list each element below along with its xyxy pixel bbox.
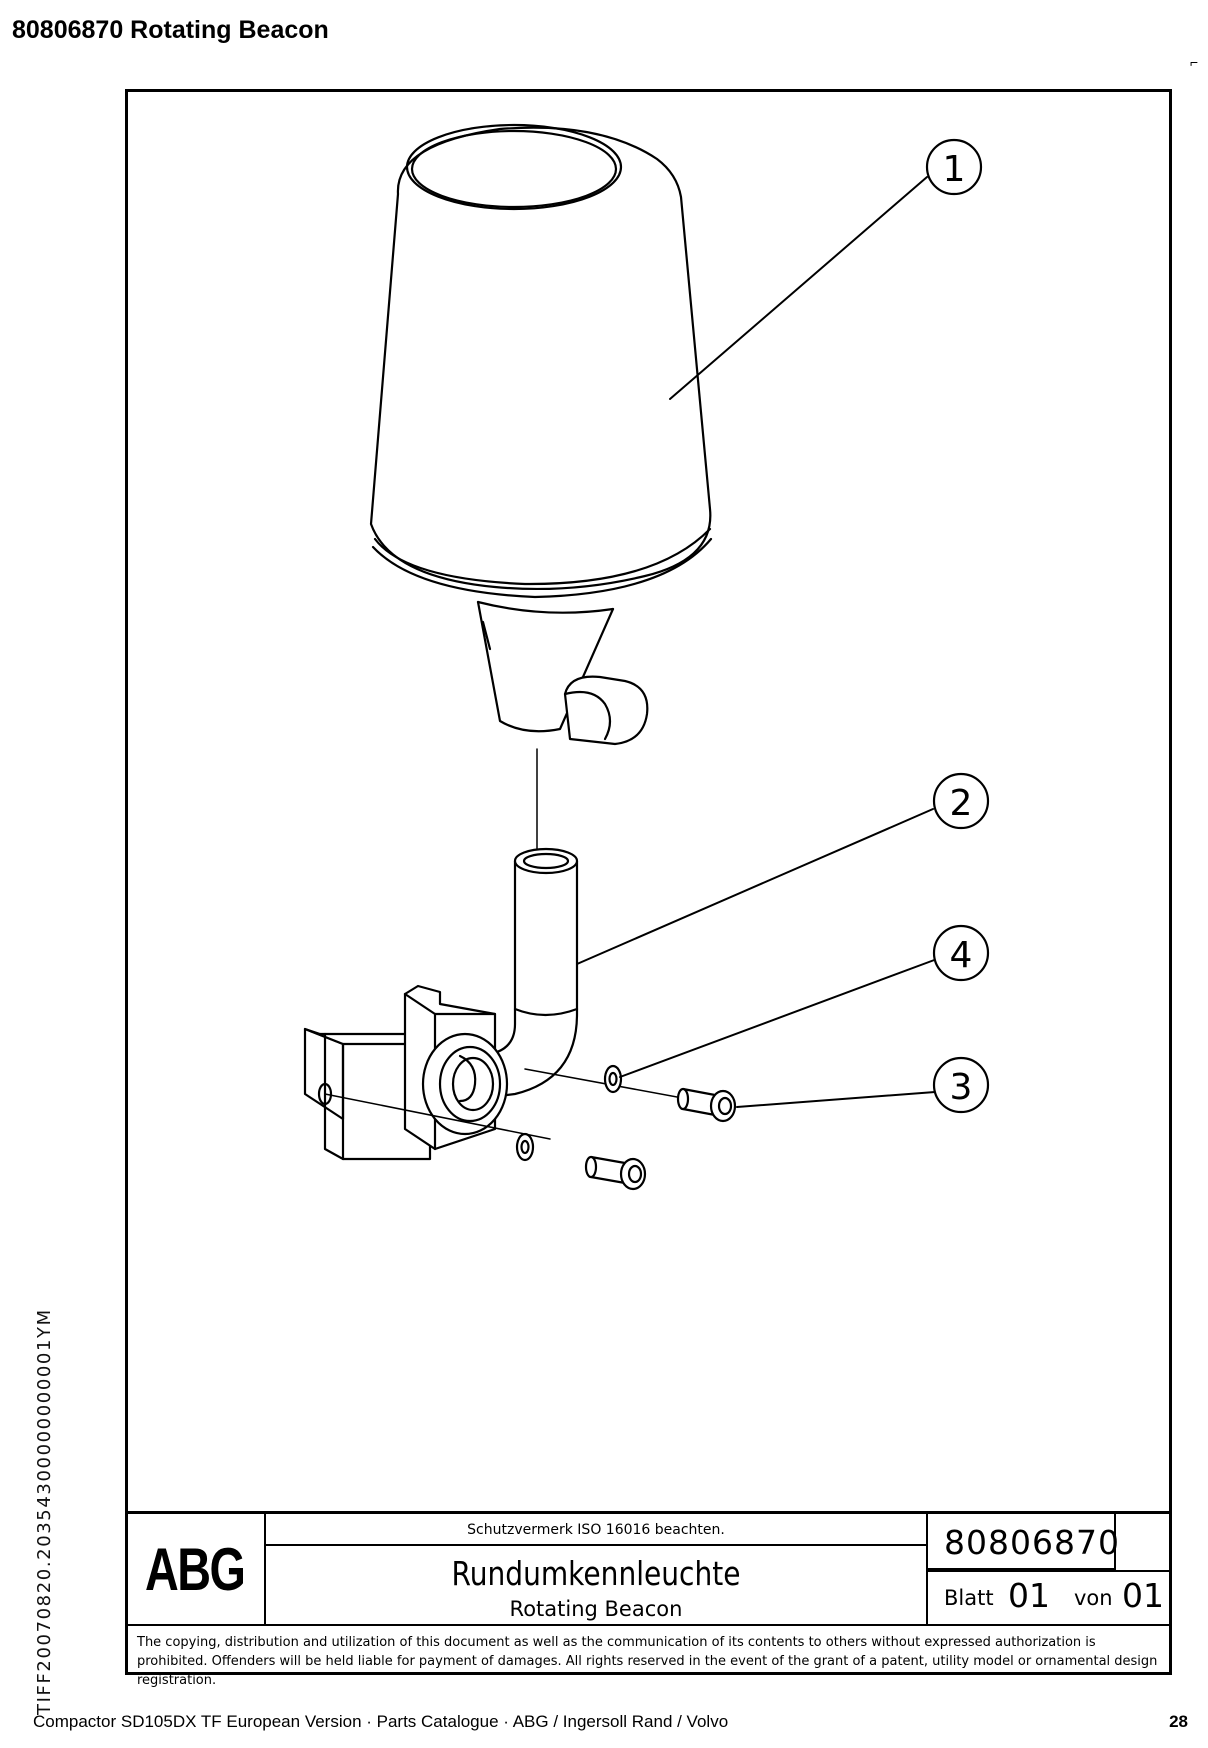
- callout-1: 1: [925, 138, 983, 196]
- exploded-parts-drawing: 1 2 4 3: [303, 123, 990, 1191]
- screw-part: [584, 1087, 737, 1191]
- svg-text:4: 4: [950, 935, 973, 976]
- beacon-base-part: [476, 600, 649, 746]
- mounting-bracket-part: [303, 984, 509, 1161]
- svg-text:3: 3: [950, 1067, 973, 1108]
- footer-text: Compactor SD105DX TF European Version · …: [33, 1712, 729, 1731]
- of-value: 01: [1122, 1576, 1164, 1615]
- drawing-title-german: Rundumkennleuchte: [451, 1554, 741, 1593]
- abg-logo: ABG: [125, 1514, 266, 1624]
- callout-3: 3: [932, 1056, 990, 1114]
- drawing-frame: [125, 89, 1172, 1675]
- drawing-number: 80806870: [928, 1514, 1119, 1570]
- elbow-tube-part: [458, 847, 579, 1103]
- page-number: 28: [1169, 1712, 1188, 1731]
- sheet-label: Blatt: [944, 1586, 994, 1610]
- washer-part: [515, 1064, 623, 1162]
- drawing-title-english: Rotating Beacon: [509, 1597, 683, 1621]
- sheet-value: 01: [1008, 1576, 1050, 1615]
- svg-text:2: 2: [950, 783, 973, 824]
- page-title: 80806870 Rotating Beacon: [12, 16, 329, 44]
- leader-lines: [576, 176, 938, 1108]
- protection-note: Schutzvermerk ISO 16016 beachten.: [266, 1514, 926, 1546]
- of-label: von: [1074, 1586, 1113, 1610]
- sheet-info: Blatt 01 von 01: [928, 1570, 1171, 1624]
- beacon-dome-part: [369, 123, 713, 599]
- side-file-id: TIFF20070820.20354300000000001YM: [34, 1308, 55, 1715]
- title-block: ABG Schutzvermerk ISO 16016 beachten. Ru…: [125, 1511, 1172, 1624]
- corner-mark: ⌐: [1190, 54, 1199, 70]
- callout-2: 2: [932, 772, 990, 830]
- callout-4: 4: [932, 924, 990, 982]
- copyright-notice: The copying, distribution and utilizatio…: [125, 1624, 1172, 1688]
- drawing-number-block: 80806870 Blatt 01 von 01: [926, 1514, 1171, 1624]
- svg-text:1: 1: [943, 149, 966, 190]
